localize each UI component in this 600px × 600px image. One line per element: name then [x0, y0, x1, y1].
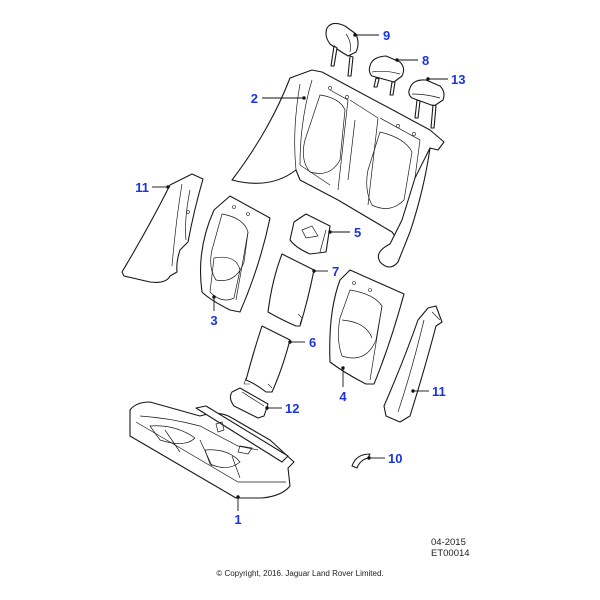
backrest-part-4: [329, 269, 405, 385]
callout-12: 12: [285, 401, 299, 416]
leader-lines: [152, 33, 448, 511]
panel-part-7: [267, 253, 315, 327]
callout-7: 7: [332, 264, 339, 279]
clip-part-10: [351, 453, 371, 469]
headrest-part-13: [408, 79, 445, 129]
side-bolster-part-11-right: [383, 305, 443, 423]
diagram-reference: ET00014: [431, 548, 470, 559]
backrest-part-3: [200, 195, 271, 313]
side-bolster-part-11-left: [121, 173, 204, 283]
callout-11-right: 11: [432, 384, 446, 399]
callout-4: 4: [339, 389, 347, 404]
callout-13: 13: [451, 72, 465, 87]
callout-2: 2: [251, 91, 258, 106]
callout-1: 1: [234, 512, 241, 527]
headrest-part-8: [368, 55, 405, 96]
callout-labels: 1 2 3 4 5 6 7 8 9 10 11 11 12 13: [135, 28, 465, 527]
diagram-date: 04-2015: [431, 537, 466, 548]
seat-back-part-2: [231, 69, 445, 268]
callout-3: 3: [210, 313, 217, 328]
callout-6: 6: [309, 335, 316, 350]
copyright-notice: © Copyright, 2016. Jaguar Land Rover Lim…: [216, 569, 384, 578]
callout-5: 5: [354, 225, 361, 240]
callout-9: 9: [383, 28, 390, 43]
panel-part-6: [243, 325, 291, 393]
seat-cushion-part-1: [129, 401, 295, 499]
armrest-cover-part-5: [289, 213, 331, 255]
callout-10: 10: [388, 451, 402, 466]
callout-8: 8: [422, 53, 429, 68]
callout-11-left: 11: [135, 180, 149, 195]
headrest-part-9: [325, 22, 359, 77]
pad-part-12: [229, 387, 269, 419]
